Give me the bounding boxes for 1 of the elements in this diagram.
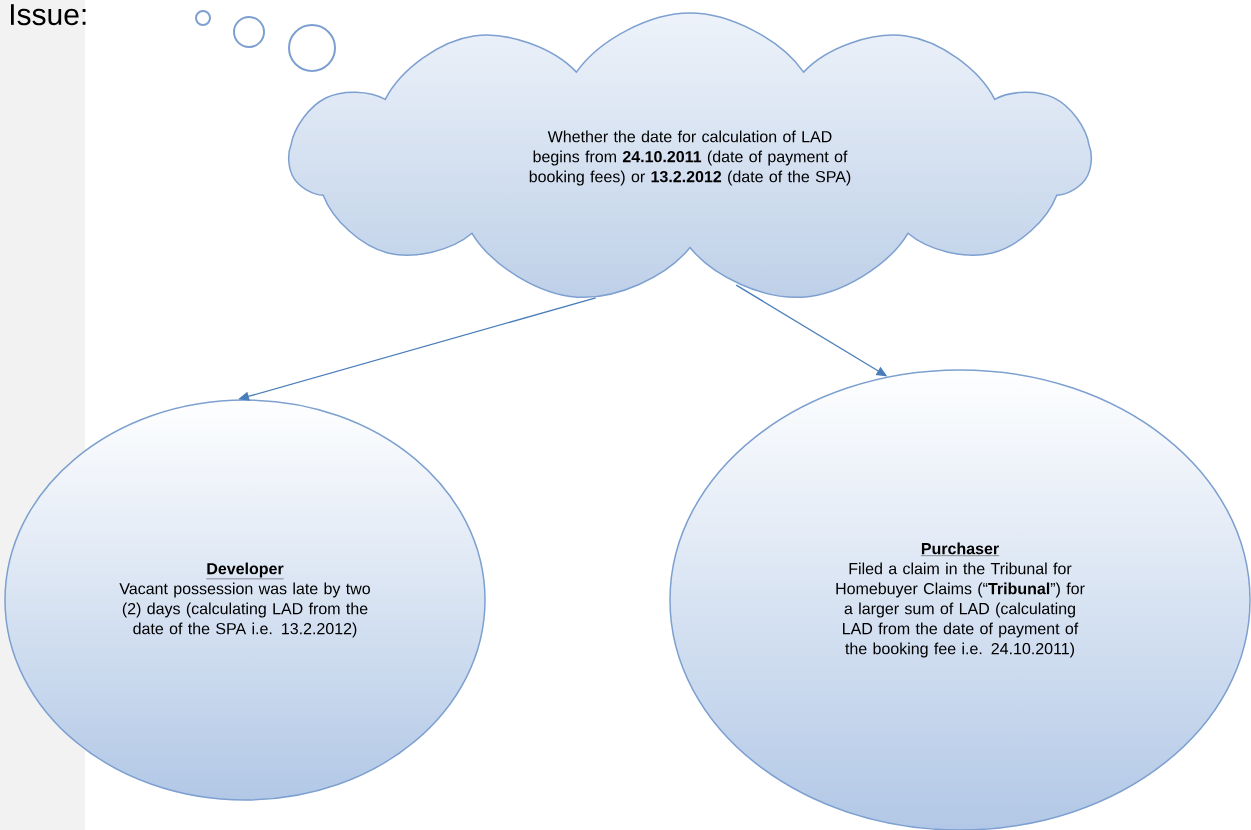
heading: Issue:	[11, 4, 86, 26]
